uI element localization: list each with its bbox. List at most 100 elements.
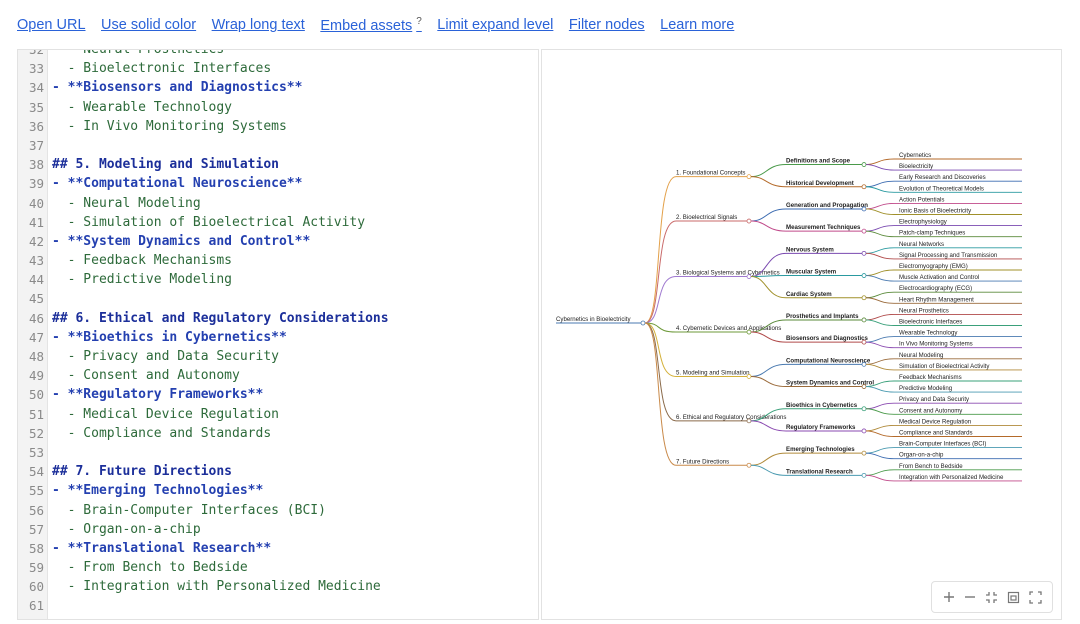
code-line[interactable]: 61 xyxy=(18,596,538,615)
mindmap-leaf-label: Feedback Mechanisms xyxy=(899,374,962,381)
code-line[interactable]: 35 - Wearable Technology xyxy=(18,98,538,117)
code-text: - Neural Modeling xyxy=(52,195,201,211)
mindmap-group-node[interactable] xyxy=(861,339,867,345)
mindmap-leaf-label: Signal Processing and Transmission xyxy=(899,252,997,259)
mindmap-group-node[interactable] xyxy=(861,384,867,389)
mindmap-branch xyxy=(865,424,895,432)
mindmap-root-node[interactable] xyxy=(640,320,646,326)
learn-more-link[interactable]: Learn more xyxy=(660,17,735,33)
fullscreen-button[interactable] xyxy=(1026,588,1044,606)
mindmap-branch xyxy=(750,375,787,388)
mindmap-group-node[interactable] xyxy=(861,206,867,212)
limit-expand-level-link[interactable]: Limit expand level xyxy=(437,17,554,33)
mindmap-section-node[interactable] xyxy=(746,274,752,279)
mindmap-group-label: Measurement Techniques xyxy=(786,224,861,231)
mindmap-leaf-label: In Vivo Monitoring Systems xyxy=(899,341,973,348)
code-line[interactable]: 51 - Medical Device Regulation xyxy=(18,405,538,424)
mindmap-leaf-label: Bioelectronic Interfaces xyxy=(899,319,962,326)
code-line[interactable]: 55- **Emerging Technologies** xyxy=(18,481,538,500)
mindmap-group-node[interactable] xyxy=(861,228,867,234)
code-text: - Organ-on-a-chip xyxy=(52,521,201,537)
code-line[interactable]: 50- **Regulatory Frameworks** xyxy=(18,385,538,404)
mindmap-branch xyxy=(865,474,895,482)
code-line[interactable]: 60 - Integration with Personalized Medic… xyxy=(18,577,538,596)
mindmap-section-node[interactable] xyxy=(746,174,752,180)
mindmap-group-node[interactable] xyxy=(861,317,867,323)
mindmap-leaf-label: Predictive Modeling xyxy=(899,385,952,392)
layout-icon xyxy=(1007,591,1020,603)
code-line[interactable]: 52 - Compliance and Standards xyxy=(18,424,538,443)
zoom-out-button[interactable] xyxy=(961,588,979,606)
code-line[interactable]: 37 xyxy=(18,136,538,155)
mindmap-group-node[interactable] xyxy=(861,406,867,412)
mindmap-group-node[interactable] xyxy=(861,428,867,434)
mindmap-group-node[interactable] xyxy=(861,273,867,278)
mindmap-group-node[interactable] xyxy=(861,472,867,478)
embed-assets-link[interactable]: Embed assets? xyxy=(320,16,421,34)
code-text: - **Translational Research** xyxy=(52,540,272,556)
code-line[interactable]: 59 - From Bench to Bedside xyxy=(18,558,538,577)
mindmap-group-node[interactable] xyxy=(861,162,867,167)
line-number: 59 xyxy=(28,560,44,576)
mindmap-branch xyxy=(865,252,895,260)
mindmap-branch xyxy=(865,452,895,460)
code-line[interactable]: 48 - Privacy and Data Security xyxy=(18,347,538,366)
toggle-recursive-button[interactable] xyxy=(1005,588,1023,606)
mindmap-leaf-label: From Bench to Bedside xyxy=(899,463,963,470)
code-line[interactable]: 49 - Consent and Autonomy xyxy=(18,366,538,385)
code-line[interactable]: 44 - Predictive Modeling xyxy=(18,270,538,289)
open-url-link[interactable]: Open URL xyxy=(17,17,86,33)
line-number: 43 xyxy=(28,253,44,269)
code-line[interactable]: 46 ## 6. Ethical and Regulatory Considera… xyxy=(18,309,538,328)
embed-assets-help-icon[interactable]: ? xyxy=(416,16,422,27)
code-line[interactable]: 45 xyxy=(18,289,538,308)
filter-nodes-link[interactable]: Filter nodes xyxy=(568,17,645,33)
code-line[interactable]: 33 - Bioelectronic Interfaces xyxy=(18,59,538,78)
mindmap-group-node[interactable] xyxy=(861,450,867,456)
mindmap-group-label: Nervous System xyxy=(786,246,834,253)
code-line[interactable]: 47- **Bioethics in Cybernetics** xyxy=(18,328,538,347)
mindmap-section-node[interactable] xyxy=(746,329,752,335)
code-line[interactable]: 32 - Neural Prosthetics xyxy=(18,50,538,59)
code-line[interactable]: 34- **Biosensors and Diagnostics** xyxy=(18,78,538,97)
code-line[interactable]: 56 - Brain-Computer Interfaces (BCI) xyxy=(18,501,538,520)
mindmap-group-node[interactable] xyxy=(861,361,867,367)
line-number: 58 xyxy=(28,540,44,556)
mindmap-section-node[interactable] xyxy=(746,462,752,468)
line-number: 39 xyxy=(28,176,44,192)
mindmap-section-node[interactable] xyxy=(746,218,752,224)
code-line[interactable]: 53 xyxy=(18,443,538,462)
code-text: - Brain-Computer Interfaces (BCI) xyxy=(52,502,326,518)
mindmap-branch xyxy=(644,220,677,324)
code-line[interactable]: 42- **System Dynamics and Control** xyxy=(18,232,538,251)
wrap-long-text-link[interactable]: Wrap long text xyxy=(211,17,305,33)
code-line[interactable]: 41 - Simulation of Bioelectrical Activit… xyxy=(18,213,538,232)
code-line[interactable]: 39- **Computational Neuroscience** xyxy=(18,174,538,193)
mindmap-branch xyxy=(865,291,895,299)
mindmap-group-node[interactable] xyxy=(861,250,867,256)
code-text: - Wearable Technology xyxy=(52,99,233,115)
code-line[interactable]: 40 - Neural Modeling xyxy=(18,194,538,213)
code-text: - In Vivo Monitoring Systems xyxy=(52,118,287,134)
mindmap-group-node[interactable] xyxy=(861,295,867,301)
mindmap-group-node[interactable] xyxy=(861,184,867,190)
mindmap-leaf-label: Electrocardiography (ECG) xyxy=(899,285,972,292)
line-number: 46 xyxy=(28,310,44,326)
code-text: ## 6. Ethical and Regulatory Considerati… xyxy=(52,310,389,326)
code-line[interactable]: 54## 7. Future Directions xyxy=(18,462,538,481)
fit-to-view-button[interactable] xyxy=(983,588,1001,606)
code-line[interactable]: 36 - In Vivo Monitoring Systems xyxy=(18,117,538,136)
code-line[interactable]: 38## 5. Modeling and Simulation xyxy=(18,155,538,174)
mindmap-section-node[interactable] xyxy=(746,418,752,424)
code-line[interactable]: 57 - Organ-on-a-chip xyxy=(18,520,538,539)
use-solid-color-link[interactable]: Use solid color xyxy=(101,17,197,33)
mindmap-branch xyxy=(750,176,787,188)
code-line[interactable]: 58 - **Translational Research** xyxy=(18,539,538,558)
zoom-in-button[interactable] xyxy=(940,588,958,606)
mindmap-section-node[interactable] xyxy=(746,374,752,379)
mindmap-leaf-label: Evolution of Theoretical Models xyxy=(899,185,984,192)
code-line[interactable]: 43 - Feedback Mechanisms xyxy=(18,251,538,270)
